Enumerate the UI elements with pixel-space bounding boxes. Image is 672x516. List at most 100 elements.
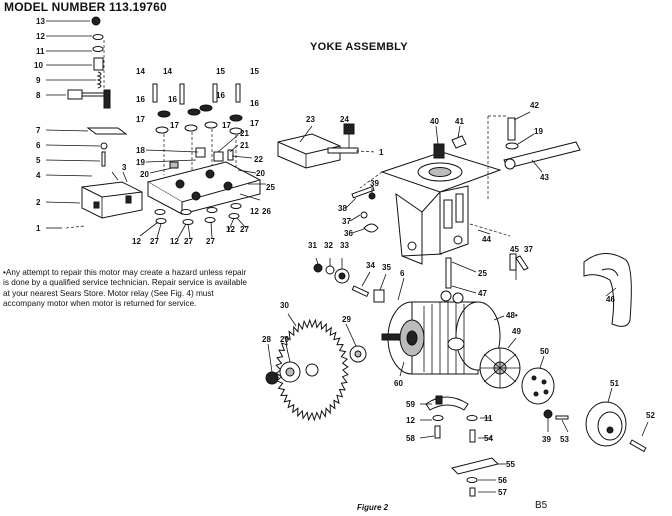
callout: 12	[250, 207, 259, 216]
callout: 59	[406, 400, 415, 409]
callout: 27	[150, 237, 159, 246]
callout: 12	[406, 416, 415, 425]
callout: 12	[132, 237, 141, 246]
handle-group	[583, 253, 632, 327]
left-hardware-stack	[46, 16, 111, 109]
callout: 12	[226, 225, 235, 234]
callout: 25	[266, 183, 275, 192]
callout: 27	[206, 237, 215, 246]
lower-clamp-group	[419, 395, 506, 497]
callout: 34	[366, 261, 375, 270]
callout: 15	[250, 67, 259, 76]
callout: 48•	[506, 311, 518, 320]
callout: 9	[36, 76, 41, 85]
callout: 17	[136, 115, 145, 124]
callout: 17	[170, 121, 179, 130]
callout: 11	[484, 414, 493, 423]
callout: 16	[216, 91, 225, 100]
callout: 14	[136, 67, 145, 76]
callout: 11	[36, 47, 45, 56]
callout: 12	[36, 32, 45, 41]
small-fasteners-group	[345, 185, 379, 234]
callout: 55	[506, 460, 515, 469]
callout: 2	[36, 198, 41, 207]
callout: 39	[542, 435, 551, 444]
rear-motor-parts-group	[479, 337, 649, 453]
callout: 6	[400, 269, 405, 278]
callout: 15	[216, 67, 225, 76]
callout: 6	[36, 141, 41, 150]
callout: 17	[222, 121, 231, 130]
upper-bracket-group	[277, 123, 377, 169]
callout: 56	[498, 476, 507, 485]
callout: 43	[540, 173, 549, 182]
callout: 24	[340, 115, 349, 124]
callout: 52	[646, 411, 655, 420]
callout: 10	[34, 61, 43, 70]
callout: 47	[478, 289, 487, 298]
callout: 60	[394, 379, 403, 388]
page-number: B5	[535, 500, 548, 511]
callout: 49	[512, 327, 521, 336]
center-plate-group	[145, 134, 266, 215]
callout: 37	[524, 245, 533, 254]
bottom-washers-group	[139, 203, 247, 239]
callout: 19	[136, 158, 145, 167]
yoke-body-group	[359, 125, 511, 294]
callout: 19	[534, 127, 543, 136]
callout: 16	[168, 95, 177, 104]
callout: 36	[344, 229, 353, 238]
callout: 53	[560, 435, 569, 444]
callout: 17	[250, 119, 259, 128]
callout: 51	[610, 379, 619, 388]
callout: 42	[530, 101, 539, 110]
callout: 46	[606, 295, 615, 304]
callout: 13	[36, 17, 45, 26]
callout: 44	[482, 235, 491, 244]
callout: 27	[184, 237, 193, 246]
callout: 7	[36, 126, 41, 135]
callout: 8	[36, 91, 41, 100]
lever-group	[487, 111, 581, 200]
callout: 32	[324, 241, 333, 250]
callout: 26	[262, 207, 271, 216]
callout: 12	[170, 237, 179, 246]
callout: 39	[370, 179, 379, 188]
callout: 35	[382, 263, 391, 272]
callout: 45	[510, 245, 519, 254]
callout: 1	[379, 148, 384, 157]
callout: 50	[540, 347, 549, 356]
callout: 22	[254, 155, 263, 164]
callout: 58	[406, 434, 415, 443]
callout: 23	[306, 115, 315, 124]
callout: 27	[240, 225, 249, 234]
top-screws-group	[152, 83, 243, 175]
callout: 14	[163, 67, 172, 76]
callout: 37	[342, 217, 351, 226]
repair-note: •Any attempt to repair this motor may cr…	[3, 268, 247, 309]
callout: 29	[342, 315, 351, 324]
callout: 28	[262, 335, 271, 344]
callout-labels: 13 12 11 10 9 8 7 6 5 4 3 2 1 14 14 15 1…	[34, 17, 655, 497]
left-bracket-group	[45, 127, 143, 229]
callout: 20	[256, 169, 265, 178]
callout: 4	[36, 171, 41, 180]
model-number-title: MODEL NUMBER 113.19760	[4, 0, 167, 14]
callout: 16	[136, 95, 145, 104]
callout: 21	[240, 141, 249, 150]
callout: 33	[340, 241, 349, 250]
callout: 1	[36, 224, 41, 233]
callout: 25	[478, 269, 487, 278]
callout: 31	[308, 241, 317, 250]
callout: 40	[430, 117, 439, 126]
callout: 18	[136, 146, 145, 155]
callout: 57	[498, 488, 507, 497]
callout: 16	[250, 99, 259, 108]
saw-blade-group	[265, 313, 367, 422]
motor-group	[381, 290, 505, 377]
left-motor-parts-group	[313, 257, 405, 303]
right-small-parts-group	[509, 253, 529, 280]
callout: 30	[280, 301, 289, 310]
